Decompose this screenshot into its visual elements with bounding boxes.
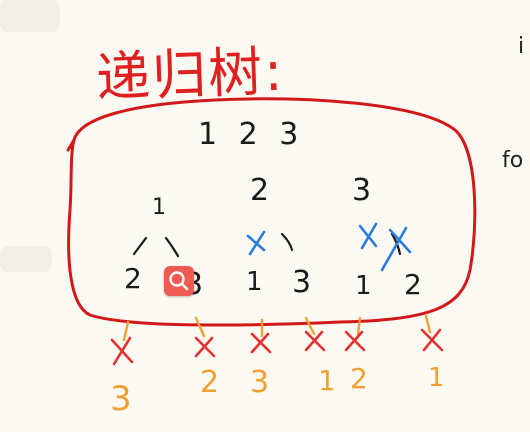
- tree-frame: [67, 97, 477, 327]
- side-mark-middle: fo: [502, 148, 524, 173]
- search-button[interactable]: [164, 266, 194, 296]
- pruned-branch-marks: [246, 222, 412, 272]
- dead-end-crosses: [110, 328, 444, 366]
- tree-frame-tail: [66, 138, 76, 152]
- remaining-value-6: 1: [428, 363, 445, 393]
- level2-node-6: 2: [404, 268, 422, 301]
- side-mark-top: i: [518, 34, 525, 59]
- root-sequence: 1 2 3: [198, 117, 304, 152]
- tree-branches: [132, 232, 402, 258]
- remaining-value-2: 2: [200, 365, 219, 400]
- level2-node-5: 1: [355, 271, 372, 301]
- leaf-connectors: [122, 314, 432, 342]
- remaining-value-4: 1: [318, 364, 336, 397]
- remaining-value-1: 3: [110, 379, 132, 419]
- level2-node-1: 2: [124, 262, 142, 295]
- level1-node-middle: 2: [250, 173, 269, 208]
- level2-node-3: 1: [246, 267, 263, 297]
- background-smudges: [0, 0, 60, 272]
- level2-node-4: 3: [292, 265, 311, 300]
- remaining-value-5: 2: [350, 362, 368, 395]
- level1-node-left: 1: [152, 195, 166, 220]
- search-icon: [169, 271, 189, 291]
- level1-node-right: 3: [352, 173, 371, 208]
- remaining-value-3: 3: [250, 365, 269, 400]
